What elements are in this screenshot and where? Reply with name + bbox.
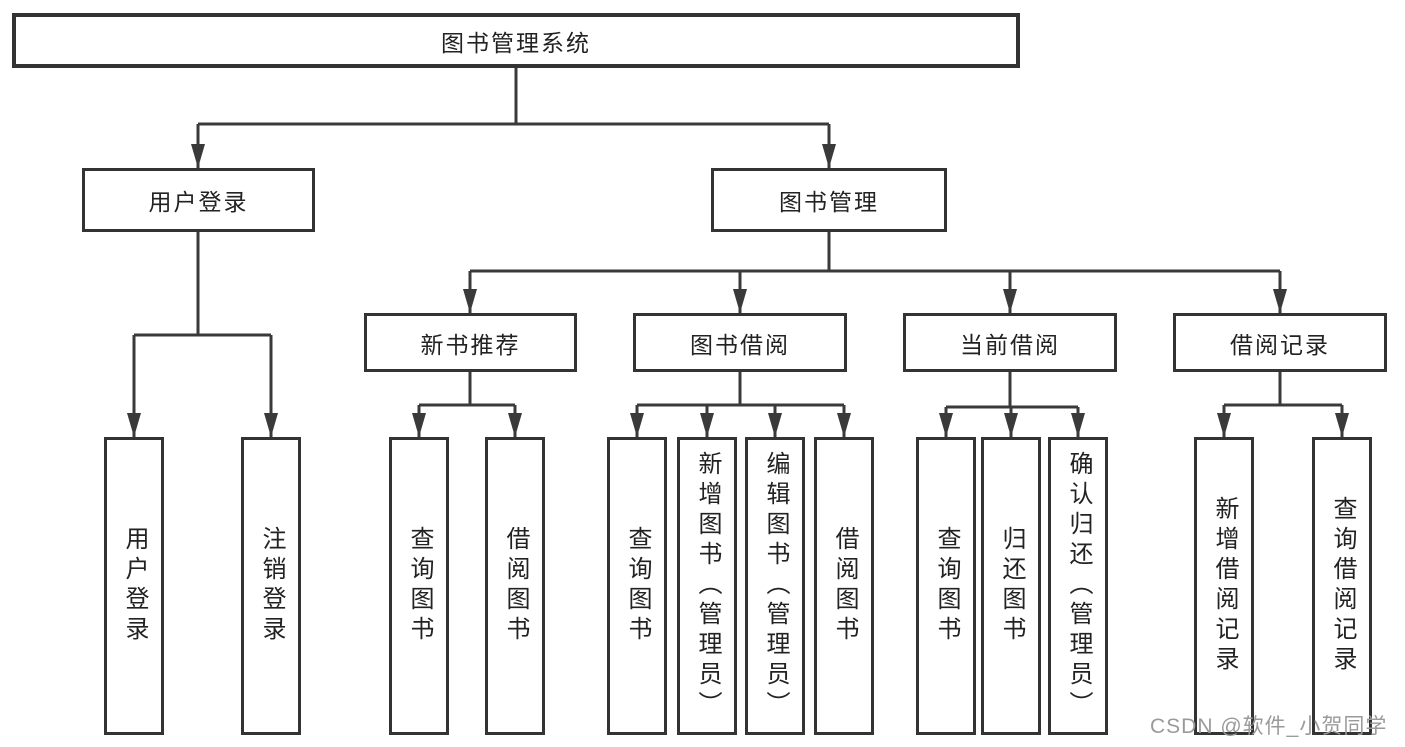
node-current-borrowing: 当前借阅	[903, 313, 1117, 372]
node-user-login: 用户登录	[82, 168, 315, 232]
connector-root-rail	[198, 68, 829, 126]
connector-current-rail	[946, 372, 1078, 409]
node-library-management-system: 图书管理系统	[12, 13, 1020, 68]
connector-userlogin-rail	[134, 232, 271, 337]
node-label: 查询图书	[933, 526, 960, 646]
leaf-query-books-recommend: 查询图书	[389, 437, 449, 735]
node-label: 归还图书	[998, 526, 1025, 646]
node-label: 查询图书	[406, 526, 433, 646]
node-label: 借阅图书	[831, 526, 858, 646]
leaf-user-login: 用户登录	[104, 437, 164, 735]
node-label: 图书借阅	[690, 331, 790, 358]
leaf-confirm-return-admin: 确认归还（管理员）	[1048, 437, 1108, 735]
node-borrowing-records: 借阅记录	[1173, 313, 1387, 372]
leaf-borrow-books: 借阅图书	[814, 437, 874, 735]
node-label: 当前借阅	[960, 331, 1060, 358]
node-label: 编辑图书（管理员）	[762, 451, 789, 721]
leaf-borrow-books-recommend: 借阅图书	[485, 437, 545, 735]
connector-newbook-rail	[419, 372, 515, 407]
node-label: 查询借阅记录	[1329, 496, 1356, 676]
node-label: 确认归还（管理员）	[1065, 451, 1092, 721]
leaf-logout: 注销登录	[241, 437, 301, 735]
node-label: 新增图书（管理员）	[694, 451, 721, 721]
connector-bookmgmt-rail	[470, 232, 1280, 273]
node-label: 图书管理	[779, 189, 879, 215]
node-new-book-recommend: 新书推荐	[364, 313, 577, 372]
leaf-return-books: 归还图书	[981, 437, 1041, 735]
leaf-query-books-borrowing: 查询图书	[607, 437, 667, 735]
connector-borrow-rail	[637, 372, 844, 407]
leaf-query-books-current: 查询图书	[916, 437, 976, 735]
node-label: 注销登录	[258, 526, 285, 646]
node-label: 用户登录	[148, 189, 249, 215]
connector-records-rail	[1224, 372, 1342, 407]
node-label: 新增借阅记录	[1211, 496, 1238, 676]
node-label: 图书管理系统	[441, 29, 591, 56]
node-book-borrowing: 图书借阅	[633, 313, 847, 372]
csdn-watermark: CSDN @软件_小贺同学	[1150, 715, 1388, 738]
leaf-edit-books-admin: 编辑图书（管理员）	[745, 437, 805, 735]
node-label: 查询图书	[624, 526, 651, 646]
leaf-add-borrow-record: 新增借阅记录	[1194, 437, 1254, 735]
node-label: 借阅记录	[1230, 331, 1330, 358]
node-book-management: 图书管理	[711, 168, 947, 232]
leaf-add-books-admin: 新增图书（管理员）	[677, 437, 737, 735]
node-label: 用户登录	[121, 526, 148, 646]
node-label: 借阅图书	[502, 526, 529, 646]
leaf-query-borrow-record: 查询借阅记录	[1312, 437, 1372, 735]
node-label: 新书推荐	[420, 331, 521, 358]
